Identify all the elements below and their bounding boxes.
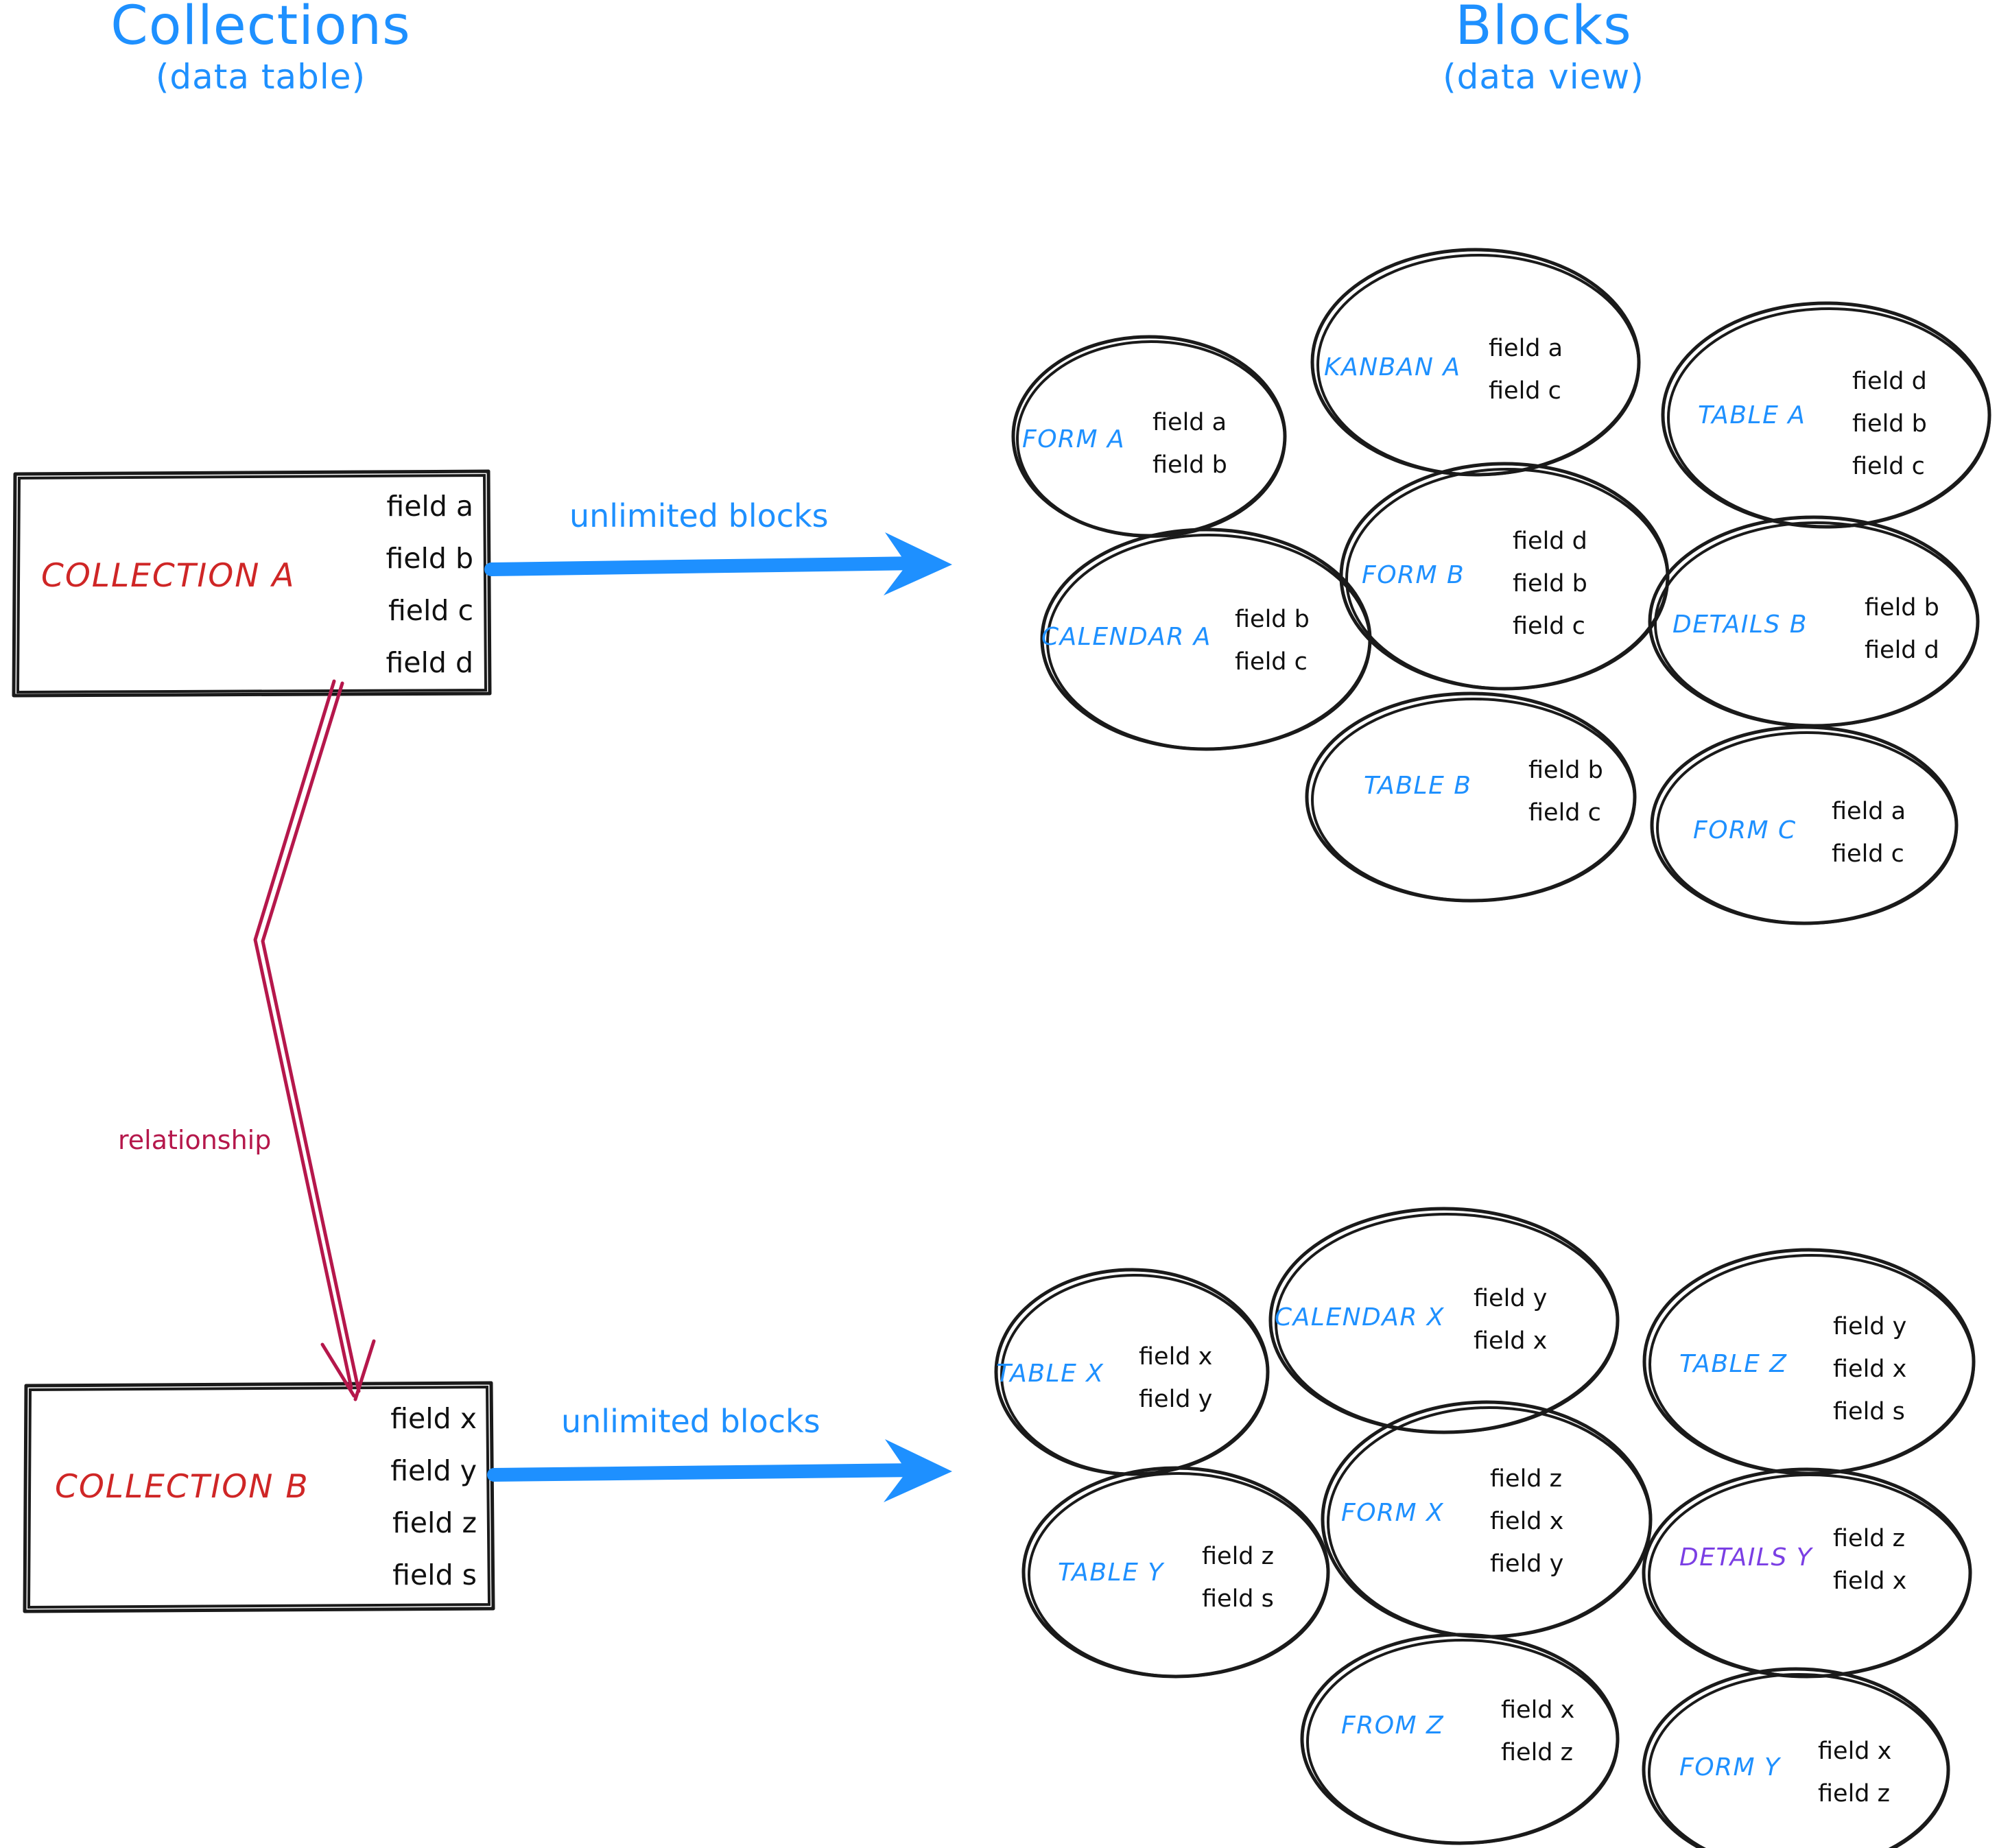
block-fields-form-c: field a field c — [1832, 790, 1906, 875]
block-label-calendar-x[interactable]: CALENDAR X — [1275, 1303, 1445, 1331]
block-field: field c — [1235, 648, 1308, 676]
block-field: field d — [1852, 368, 1927, 395]
heading-blocks-title: Blocks — [1455, 0, 1632, 57]
collection-b-field: field y — [390, 1454, 477, 1487]
block-label-calendar-a[interactable]: CALENDAR A — [1041, 623, 1211, 651]
block-field: field c — [1513, 613, 1585, 640]
block-field: field a — [1489, 335, 1563, 362]
collection-a-field: field a — [386, 490, 473, 523]
block-ellipses-group-a — [1011, 248, 1991, 925]
block-field: field b — [1528, 757, 1603, 784]
block-label-table-y[interactable]: TABLE Y — [1058, 1559, 1164, 1587]
block-field: field b — [1235, 606, 1310, 633]
collection-b-field: field s — [392, 1559, 477, 1591]
block-fields-details-b: field b field d — [1865, 587, 1939, 672]
collection-a-fields: field a field b field c field d — [247, 480, 473, 689]
unlimited-blocks-arrow-a — [484, 532, 952, 595]
relationship-connector — [253, 679, 376, 1401]
relationship-label: relationship — [118, 1125, 272, 1155]
block-fields-details-y: field z field x — [1833, 1517, 1906, 1602]
block-field: field d — [1513, 528, 1587, 555]
block-label-form-c[interactable]: FORM C — [1693, 816, 1797, 844]
block-field: field z — [1833, 1525, 1906, 1552]
block-label-table-a[interactable]: TABLE A — [1698, 401, 1806, 429]
collection-a-field: field c — [388, 594, 473, 627]
block-field: field a — [1832, 798, 1906, 825]
block-field: field x — [1833, 1567, 1907, 1595]
block-fields-calendar-x: field y field x — [1474, 1277, 1547, 1362]
heading-collections-title: Collections — [110, 0, 411, 57]
block-field: field b — [1513, 570, 1587, 597]
collection-b-field: field x — [390, 1402, 477, 1435]
block-label-form-b[interactable]: FORM B — [1362, 561, 1465, 589]
arrow-caption-b: unlimited blocks — [561, 1403, 820, 1440]
block-field: field z — [1202, 1543, 1275, 1570]
block-fields-calendar-a: field b field c — [1235, 598, 1310, 683]
collection-a-field: field d — [386, 646, 473, 679]
block-fields-form-x: field z field x field y — [1490, 1458, 1563, 1585]
block-field: field x — [1833, 1355, 1907, 1383]
block-field: field z — [1818, 1780, 1891, 1808]
unlimited-blocks-arrow-b — [487, 1439, 952, 1502]
block-field: field x — [1501, 1696, 1575, 1724]
block-field: field s — [1202, 1585, 1274, 1613]
block-field: field z — [1501, 1739, 1574, 1766]
block-field: field y — [1490, 1550, 1564, 1578]
block-field: field x — [1139, 1343, 1213, 1371]
block-label-form-a[interactable]: FORM A — [1022, 425, 1126, 453]
heading-blocks: Blocks (data view) — [1255, 0, 1832, 98]
collection-b-outline — [23, 1381, 495, 1613]
block-field: field x — [1474, 1327, 1548, 1355]
block-field: field b — [1865, 594, 1939, 621]
block-field: field z — [1490, 1465, 1563, 1493]
block-label-details-b[interactable]: DETAILS B — [1672, 611, 1808, 639]
block-ellipses-group-b — [994, 1207, 1976, 1848]
collection-b-fields: field x field y field z field s — [247, 1393, 477, 1601]
arrow-caption-a: unlimited blocks — [569, 497, 829, 534]
block-fields-kanban-a: field a field c — [1489, 327, 1563, 412]
block-field: field y — [1139, 1386, 1213, 1413]
block-field: field y — [1474, 1285, 1548, 1312]
block-fields-table-z: field y field x field s — [1833, 1305, 1906, 1433]
heading-collections-subtitle: (data table) — [155, 57, 366, 97]
heading-collections: Collections (data table) — [21, 0, 501, 98]
block-field: field c — [1832, 840, 1904, 868]
block-label-form-y[interactable]: FORM Y — [1679, 1753, 1781, 1781]
block-label-table-b[interactable]: TABLE B — [1364, 772, 1472, 800]
collection-b-field: field z — [392, 1506, 477, 1539]
block-fields-form-y: field x field z — [1818, 1730, 1891, 1815]
block-field: field c — [1852, 453, 1925, 480]
block-field: field c — [1489, 377, 1561, 405]
block-label-table-x[interactable]: TABLE X — [996, 1360, 1104, 1388]
block-label-from-z[interactable]: FROM Z — [1341, 1711, 1445, 1740]
block-label-details-y[interactable]: DETAILS Y — [1679, 1543, 1813, 1572]
block-field: field y — [1833, 1313, 1907, 1340]
block-field: field b — [1852, 410, 1927, 438]
block-label-table-z[interactable]: TABLE Z — [1679, 1350, 1788, 1378]
collection-a-outline — [12, 469, 492, 698]
block-label-form-x[interactable]: FORM X — [1341, 1499, 1445, 1527]
block-fields-form-b: field d field b field c — [1513, 520, 1587, 648]
block-fields-from-z: field x field z — [1501, 1689, 1574, 1774]
collection-b-name: COLLECTION B — [55, 1468, 309, 1506]
block-fields-table-a: field d field b field c — [1852, 360, 1927, 488]
collection-a-name: COLLECTION A — [41, 557, 296, 595]
heading-blocks-subtitle: (data view) — [1443, 57, 1644, 97]
block-field: field d — [1865, 637, 1939, 664]
block-field: field a — [1152, 409, 1227, 436]
block-fields-table-x: field x field y — [1139, 1336, 1212, 1421]
block-field: field x — [1490, 1508, 1564, 1535]
block-fields-form-a: field a field b — [1152, 401, 1227, 486]
block-label-kanban-a[interactable]: KANBAN A — [1324, 353, 1461, 381]
block-field: field b — [1152, 451, 1227, 479]
collection-a-field: field b — [386, 542, 473, 575]
block-fields-table-y: field z field s — [1202, 1535, 1274, 1620]
block-fields-table-b: field b field c — [1528, 749, 1603, 834]
block-field: field x — [1818, 1738, 1892, 1765]
block-field: field c — [1528, 799, 1601, 827]
block-field: field s — [1833, 1398, 1905, 1425]
